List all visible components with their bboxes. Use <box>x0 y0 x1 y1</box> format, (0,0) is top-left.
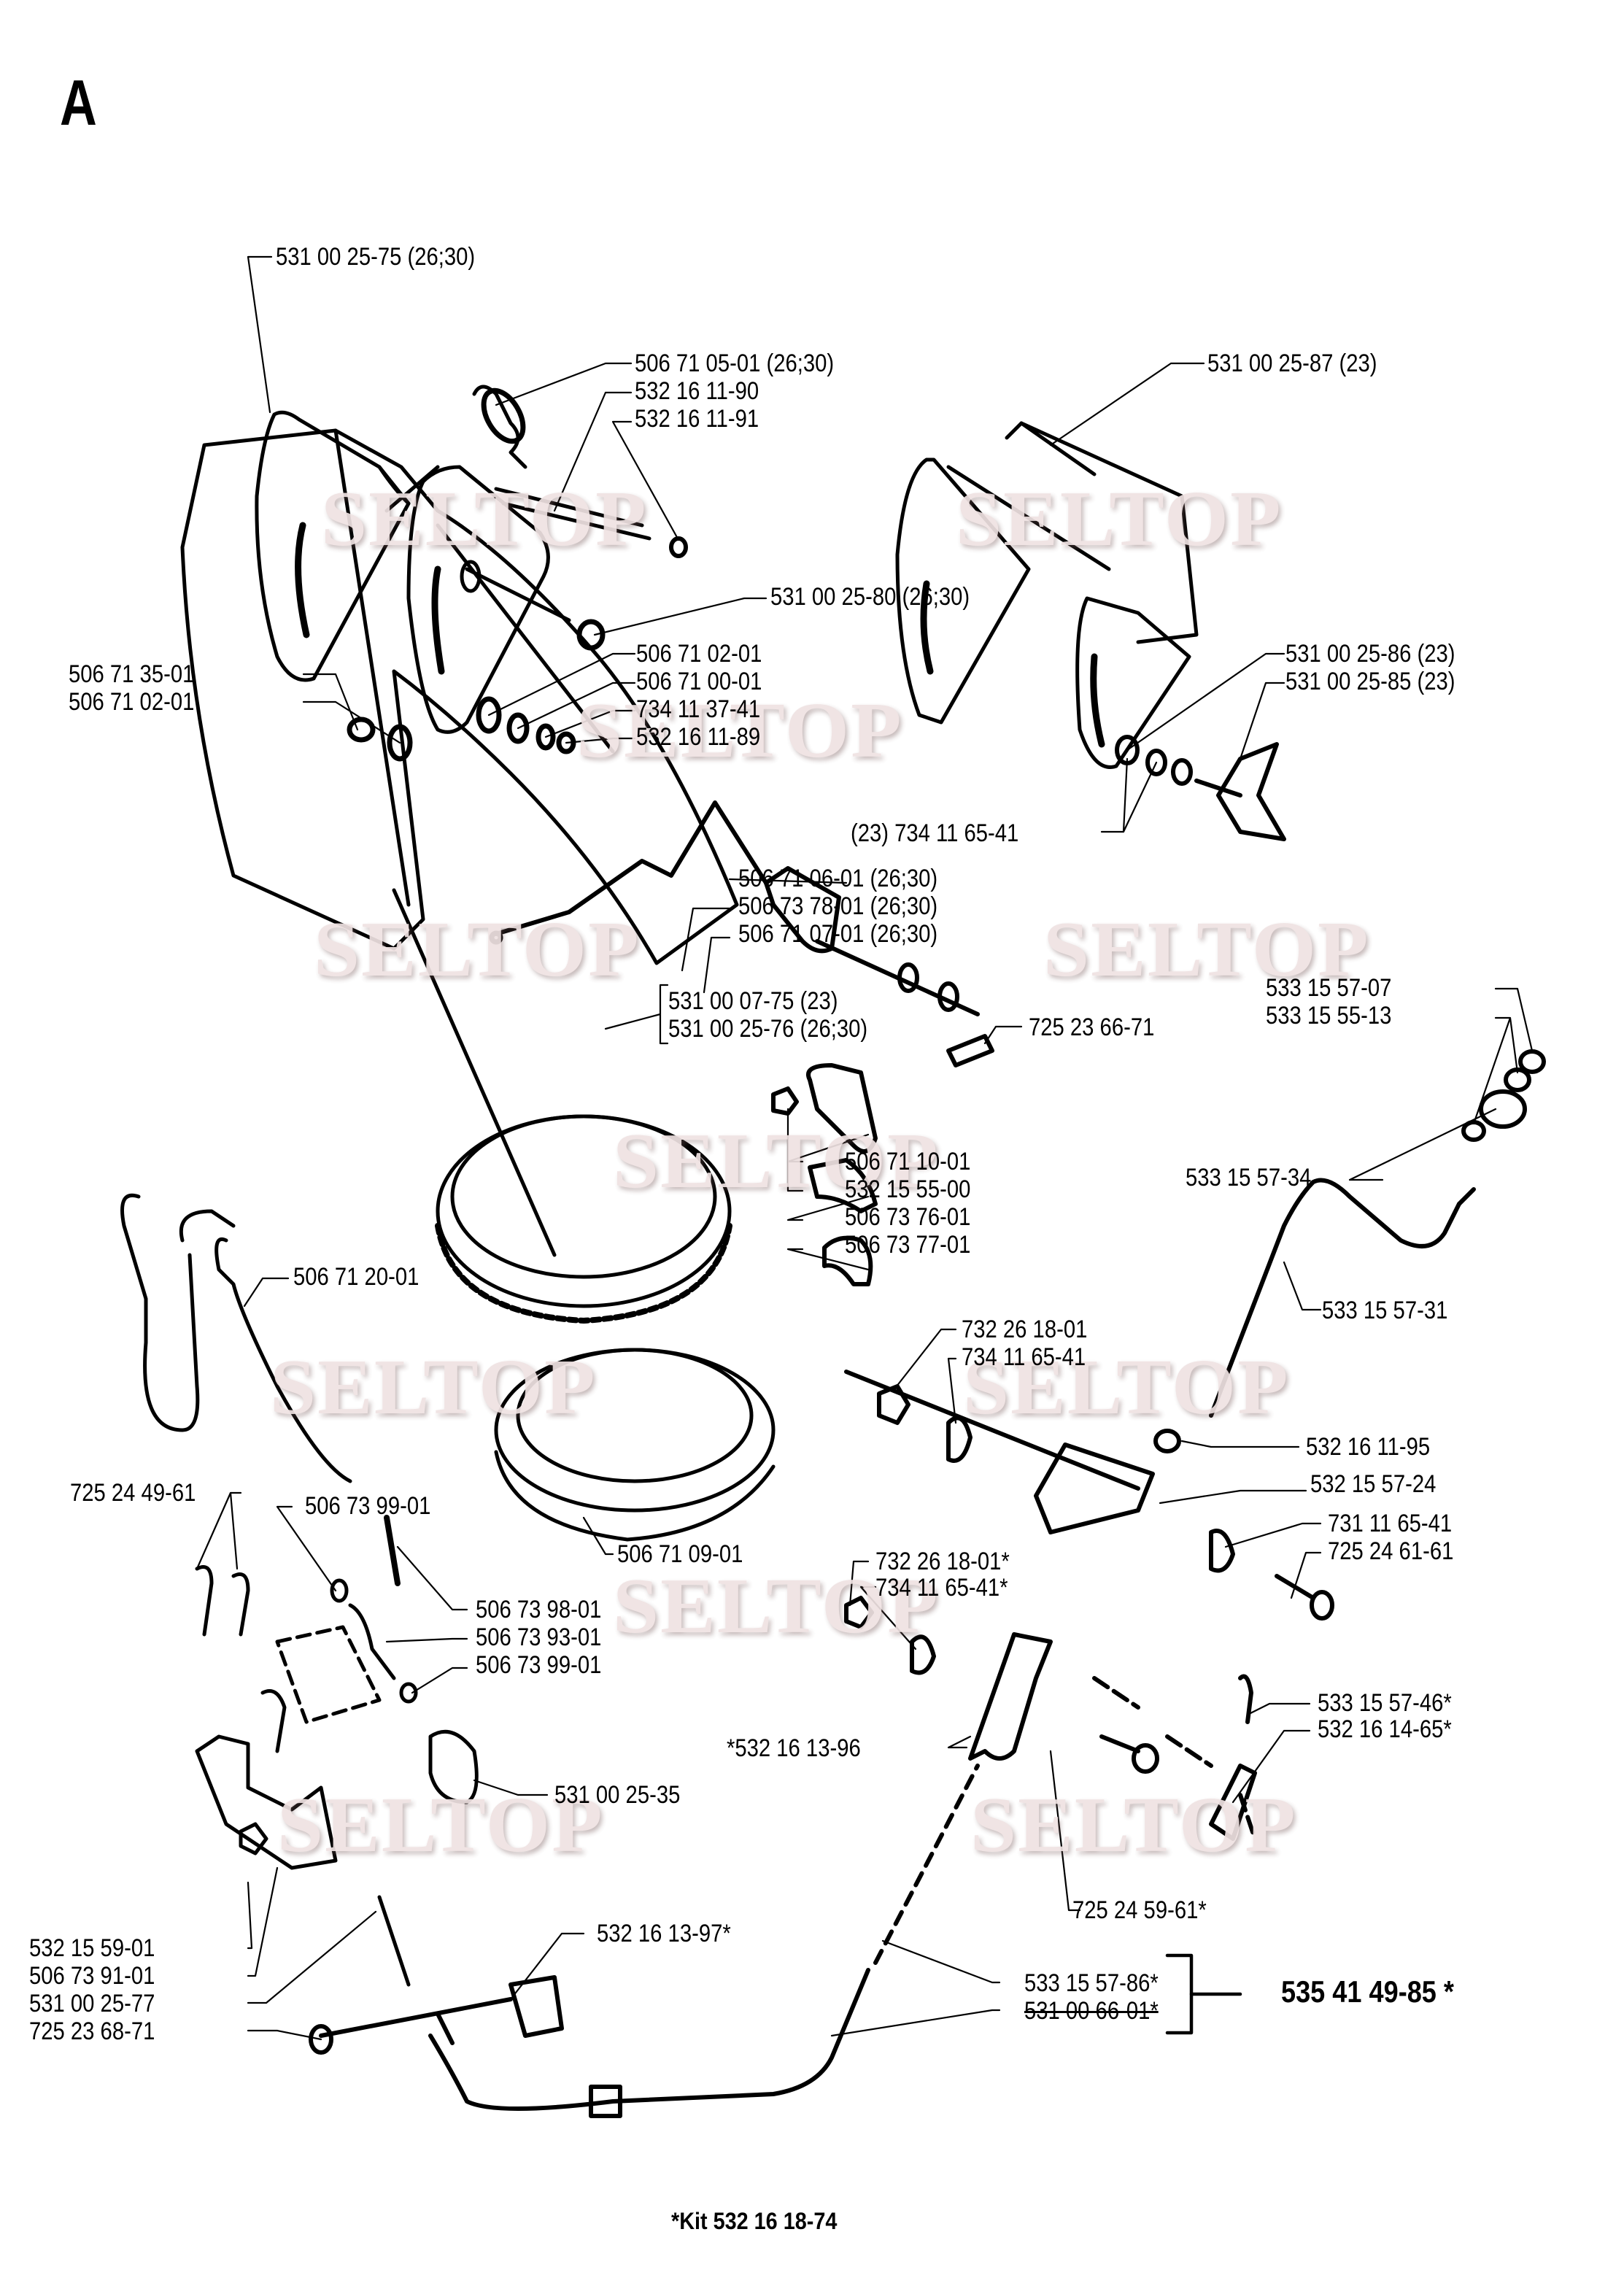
part-label: (23) 734 11 65-41 <box>851 819 1019 847</box>
part-label-assembly: 535 41 49-85 * <box>1281 1974 1454 2009</box>
leader-lines <box>196 255 1534 2041</box>
part-label: 731 11 65-41 <box>1328 1510 1453 1537</box>
part-label: 531 00 25-35 <box>554 1781 681 1809</box>
part-label: 532 15 59-01 <box>29 1934 155 1962</box>
part-label: 506 73 99-01 <box>305 1492 431 1520</box>
knob-and-washers-right <box>1115 735 1286 841</box>
part-label: 506 73 78-01 (26;30) <box>738 892 938 920</box>
kit-bracket-parts <box>844 1596 1257 1841</box>
part-label: 506 71 07-01 (26;30) <box>738 920 938 948</box>
part-label: 532 16 11-90 <box>635 377 759 405</box>
guide-parts <box>771 1034 994 1286</box>
part-label: 533 15 57-86* <box>1024 1969 1159 1997</box>
lower-ring-part <box>494 1348 776 1542</box>
part-label: 531 00 25-75 (26;30) <box>276 243 476 271</box>
part-label: 532 16 13-97* <box>597 1920 731 1947</box>
part-label: 732 26 18-01* <box>875 1548 1010 1575</box>
part-label: 506 71 20-01 <box>293 1263 419 1291</box>
part-label: 506 71 10-01 <box>845 1148 971 1175</box>
part-label: 531 00 25-80 (26;30) <box>770 583 970 611</box>
part-label: 506 71 02-01 <box>636 640 762 668</box>
deflector-left-part <box>255 410 550 734</box>
part-label: 533 15 57-46* <box>1318 1689 1452 1717</box>
part-label: 531 00 25-77 <box>29 1990 155 2017</box>
cable-part <box>309 1764 980 2118</box>
part-label: 506 71 05-01 (26;30) <box>635 349 835 377</box>
part-label: 725 23 68-71 <box>29 2017 155 2045</box>
crank-bracket-parts <box>844 1370 1334 1621</box>
chute-part <box>180 428 739 1257</box>
part-label: 532 15 55-00 <box>845 1175 971 1203</box>
part-label: 734 11 65-41* <box>875 1574 1008 1602</box>
part-label: 732 26 18-01 <box>962 1316 1088 1343</box>
chute-clip-part <box>120 1194 352 1483</box>
part-label: 725 24 59-61* <box>1072 1896 1207 1924</box>
crank-part <box>1209 1049 1546 1418</box>
spring-part <box>472 385 527 469</box>
part-label: 506 73 99-01 <box>476 1651 602 1679</box>
part-label: 533 15 57-07 <box>1266 974 1392 1002</box>
part-label: 532 16 14-65* <box>1318 1715 1452 1743</box>
part-label: 506 71 35-01 <box>69 660 195 688</box>
part-label: 533 15 57-34 <box>1186 1164 1312 1192</box>
part-label: 506 71 09-01 <box>617 1540 743 1568</box>
gear-ring-part <box>435 1114 732 1324</box>
part-label: 506 71 00-01 <box>636 668 762 695</box>
kit-bracket-brace <box>1165 1953 1242 2035</box>
bolt-and-washers-left <box>347 560 606 762</box>
part-label: 506 71 06-01 (26;30) <box>738 865 938 892</box>
part-label: 531 00 07-75 (23) <box>668 987 838 1015</box>
part-label: *532 16 13-96 <box>727 1734 861 1762</box>
part-label: 725 23 66-71 <box>1029 1013 1155 1041</box>
part-label: 506 71 02-01 <box>69 688 195 716</box>
part-label: 506 73 98-01 <box>476 1596 602 1623</box>
part-label: 532 16 11-91 <box>635 405 759 433</box>
part-label: 532 16 11-95 <box>1306 1433 1431 1461</box>
pin-long-part <box>494 487 688 558</box>
part-label: 531 00 25-85 (23) <box>1285 668 1455 695</box>
part-label: 531 00 25-76 (26;30) <box>668 1015 868 1043</box>
kit-note: *Kit 532 16 18-74 <box>671 2208 838 2234</box>
base-bracket-parts <box>195 1515 479 1987</box>
part-label: 734 11 37-41 <box>636 695 761 723</box>
part-label: 506 73 76-01 <box>845 1203 971 1231</box>
part-label: 725 24 49-61 <box>70 1479 196 1507</box>
part-label: 533 15 55-13 <box>1266 1002 1392 1030</box>
part-label: 531 00 25-87 (23) <box>1207 349 1377 377</box>
section-letter: A <box>60 66 97 139</box>
part-label-superseded: 531 00 66-01* <box>1024 1997 1159 2025</box>
part-label: 506 73 77-01 <box>845 1231 971 1259</box>
part-label: 533 15 57-31 <box>1322 1297 1448 1324</box>
part-label: 532 16 11-89 <box>636 723 761 751</box>
part-label: 531 00 25-86 (23) <box>1285 640 1455 668</box>
clip-bracket-part <box>494 800 980 1016</box>
part-label: 506 73 93-01 <box>476 1623 602 1651</box>
deflector-right-part <box>895 421 1199 769</box>
part-label: 725 24 61-61 <box>1328 1537 1454 1565</box>
part-label: 734 11 65-41 <box>962 1343 1086 1371</box>
part-label: 532 15 57-24 <box>1310 1470 1437 1498</box>
part-label: 506 73 91-01 <box>29 1962 155 1990</box>
